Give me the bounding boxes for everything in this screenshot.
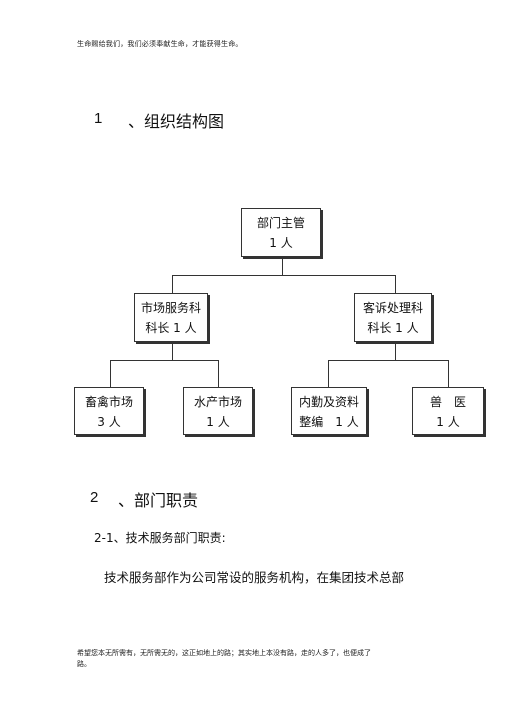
connector-to-aquatic [218, 360, 219, 387]
connector-to-complaint [395, 275, 396, 293]
org-box-veterinarian: 兽 医 1 人 [412, 387, 484, 435]
org-box-label: 市场服务科 [140, 301, 201, 315]
page-header: 生命赐给我们，我们必须奉献生命，才能获得生命。 [77, 40, 243, 48]
connector-to-livestock [110, 360, 111, 387]
org-box-count: 1 人 [269, 236, 293, 250]
org-box-label: 部门主管 [256, 216, 305, 230]
org-box-logistics: 内勤及资料 整编 1 人 [291, 387, 367, 435]
org-box-label: 客诉处理科 [362, 301, 423, 315]
connector-market-bar [110, 360, 218, 361]
org-box-count: 科长 1 人 [367, 321, 419, 335]
connector-to-logistics [328, 360, 329, 387]
section-2-title: 、部门职责 [118, 491, 199, 510]
org-box-department-head: 部门主管 1 人 [241, 208, 321, 257]
org-box-livestock-market: 畜禽市场 3 人 [74, 387, 144, 435]
org-box-label: 兽 医 [429, 395, 466, 409]
page-footer: 希望您本无所需有，无所需无的，这正如地上的路；其实地上本没有路，走的人多了，也便… [77, 649, 371, 668]
org-box-market-service: 市场服务科 科长 1 人 [134, 293, 208, 342]
connector-level1-bar [172, 275, 395, 276]
org-box-label: 畜禽市场 [84, 395, 133, 409]
org-box-count: 3 人 [97, 415, 121, 429]
section-1-number: 1 [94, 110, 103, 127]
org-box-count: 科长 1 人 [145, 321, 197, 335]
org-box-count: 1 人 [436, 415, 460, 429]
section-2-1-subtitle: 2-1、技术服务部门职责: [94, 531, 226, 545]
org-box-aquatic-market: 水产市场 1 人 [183, 387, 253, 435]
org-box-complaint-handling: 客诉处理科 科长 1 人 [354, 293, 432, 342]
connector-complaint-bar [328, 360, 448, 361]
connector-market-down [172, 342, 173, 360]
section-2-paragraph: 技术服务部作为公司常设的服务机构，在集团技术总部 [104, 570, 405, 585]
section-2-number: 2 [90, 489, 99, 506]
connector-to-market [172, 275, 173, 293]
org-box-count: 整编 1 人 [299, 415, 359, 429]
connector-complaint-down [395, 342, 396, 360]
connector-to-vet [448, 360, 449, 387]
section-1-title: 、组织结构图 [128, 112, 225, 131]
org-box-label: 内勤及资料 [298, 395, 359, 409]
org-box-label: 水产市场 [193, 395, 242, 409]
org-box-count: 1 人 [206, 415, 230, 429]
connector-root-down [282, 257, 283, 275]
